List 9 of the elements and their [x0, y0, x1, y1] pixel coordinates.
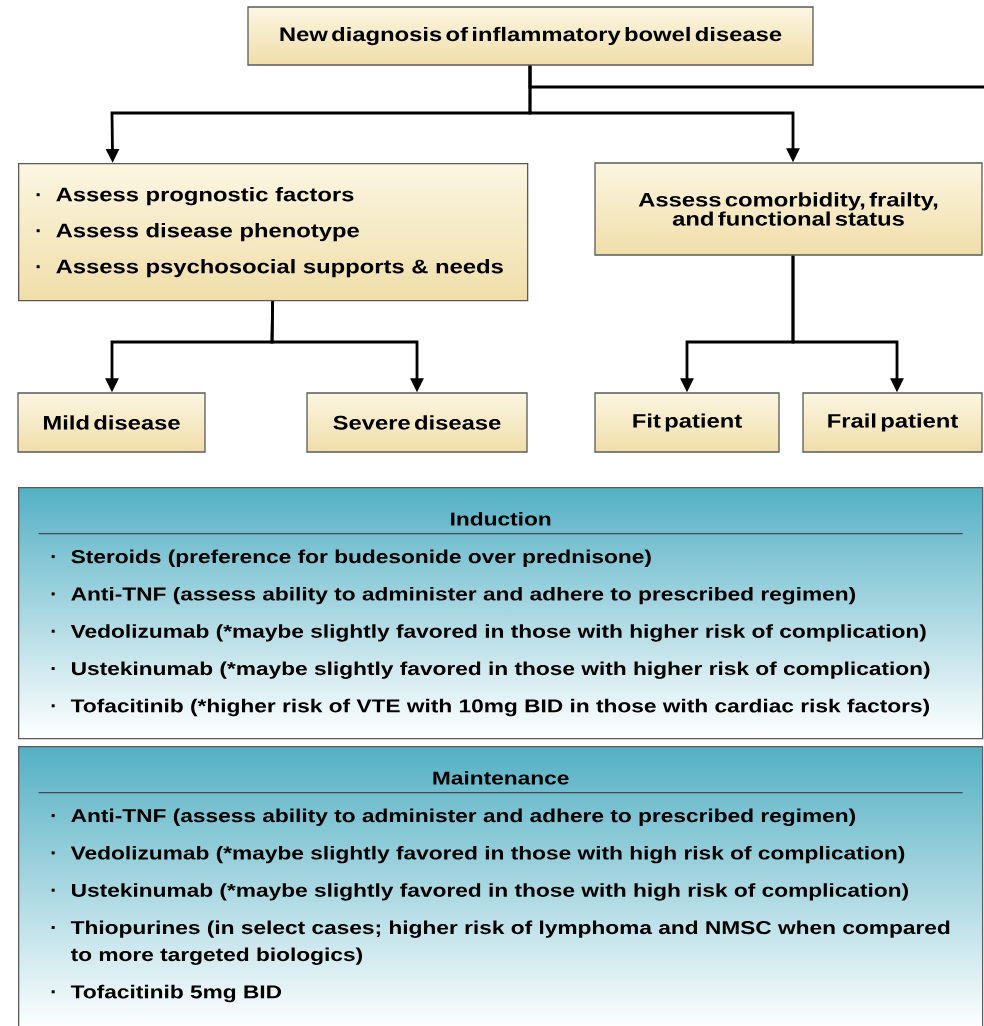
process-box: Assess prognostic factors Assess disease phenotype Assess psychosocial supports & needs: [18, 163, 529, 302]
process-box: Fit patient: [594, 392, 780, 453]
treatment-panel: Maintenance Anti-TNF (assess ability to administer and adhere to prescribed regimen) Vedolizumab (*maybe slightly favored in those with high risk of complication) Ustekinumab (*maybe slightly favored in those with high risk of complication) Thiopurines (in select cases; higher risk of lymphoma and NMSC when compared to more targeted biologics) Tofacitinib 5mg BID: [18, 746, 984, 1026]
process-box: New diagnosis of inflammatory bowel disease: [247, 6, 814, 66]
process-box: Mild disease: [17, 392, 206, 453]
process-box: Severe disease: [306, 392, 528, 453]
process-box: Assess comorbidity, frailty, and functional status: [594, 162, 983, 256]
treatment-panel: Induction Steroids (preference for budesonide over prednisone) Anti-TNF (assess ability to administer and adhere to prescribed regimen) Vedolizumab (*maybe slightly favored in those with higher risk of complication) Ustekinumab (*maybe slightly favored in those with higher risk of complication) Tofacitinib (*higher risk of VTE with 10mg BID in those with cardiac risk factors): [18, 487, 984, 740]
process-box: Frail patient: [802, 392, 983, 453]
